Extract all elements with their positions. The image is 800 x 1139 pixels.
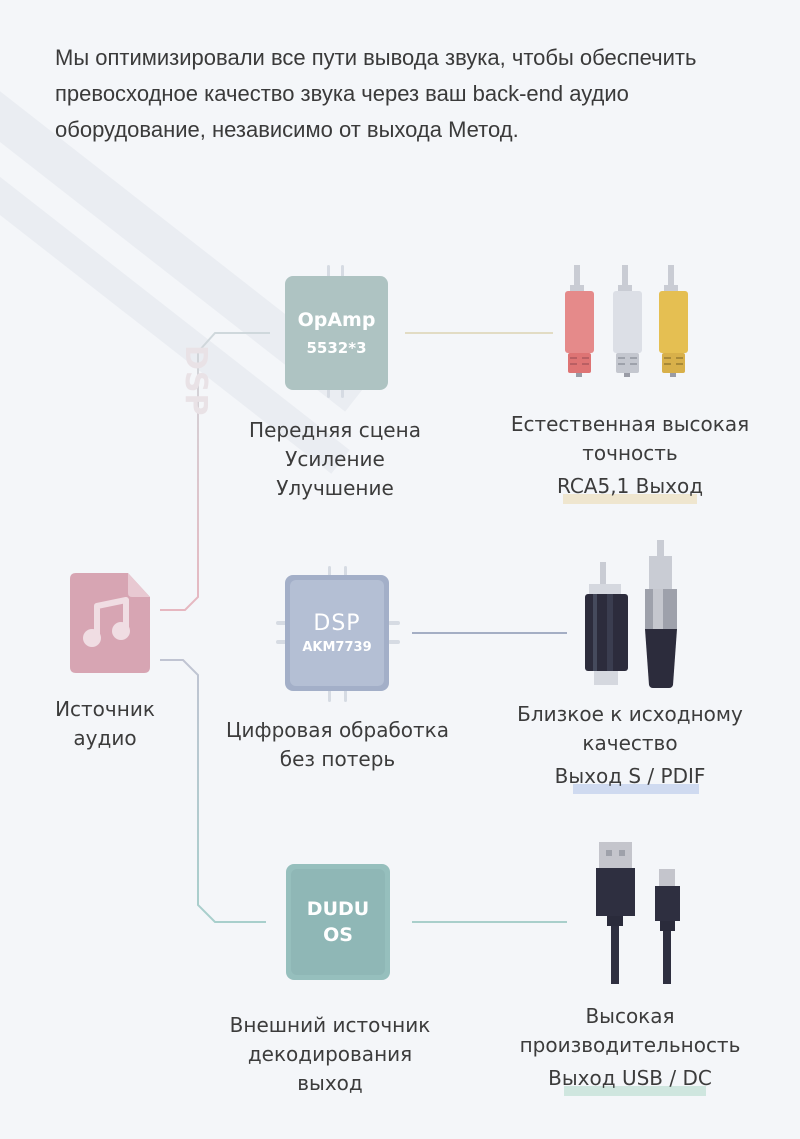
chip-pin (328, 566, 331, 580)
chip-pin (328, 688, 331, 702)
wire-source-to-opamp (160, 332, 270, 611)
opamp-chip-model: 5532*3 (306, 339, 367, 357)
chip-pin (344, 688, 347, 702)
usb-highlight-bar (564, 1086, 706, 1096)
dsp-chip: DSP AKM7739 (285, 575, 389, 691)
opamp-label: Передняя сцена Усиление Улучшение (249, 418, 421, 500)
chip-pin (388, 621, 400, 625)
dudu-os-chip-title: DUDU (306, 898, 370, 920)
usb-output-label: Высокая производительность Выход USB / D… (480, 1002, 780, 1096)
dsp-chip-title: DSP (313, 611, 361, 636)
spdif-port-label: Выход S / PDIF (555, 762, 705, 794)
usb-cables-icon (596, 842, 686, 984)
chip-pin (341, 265, 344, 279)
dudu-os-label: Внешний источник декодирования выход (229, 1013, 431, 1095)
rca-port-label: RCA5,1 Выход (557, 472, 703, 504)
opamp-chip-title: OpAmp (297, 309, 376, 331)
spdif-connectors-icon (585, 540, 695, 690)
opamp-chip: OpAmp 5532*3 (285, 276, 388, 390)
spdif-highlight-bar (572, 784, 700, 794)
wire-source-to-dudu (160, 659, 266, 923)
music-file-icon (70, 573, 150, 673)
dudu-os-chip-model: OS (323, 924, 353, 946)
audio-source-label: Источник аудио (55, 697, 155, 750)
intro-paragraph: Мы оптимизировали все пути вывода звука,… (55, 45, 697, 142)
dsp-label: Цифровая обработка без потерь (225, 718, 450, 771)
dsp-chip-model: AKM7739 (302, 640, 372, 655)
rca-cables-icon (565, 265, 695, 377)
chip-pin (388, 640, 400, 644)
dsp-watermark: DSP (178, 345, 213, 417)
chip-pin (341, 386, 344, 398)
chip-pin (344, 566, 347, 580)
chip-pin (276, 640, 288, 644)
chip-pin (327, 386, 330, 398)
usb-port-label: Выход USB / DC (548, 1064, 712, 1096)
chip-pin (276, 621, 288, 625)
rca-highlight-bar (562, 494, 698, 504)
spdif-output-label: Близкое к исходному качество Выход S / P… (480, 700, 780, 794)
dudu-os-chip: DUDU OS (286, 864, 390, 980)
chip-pin (327, 265, 330, 279)
audio-source (70, 573, 152, 673)
rca-output-label: Естественная высокая точность RCA5,1 Вых… (480, 410, 780, 504)
